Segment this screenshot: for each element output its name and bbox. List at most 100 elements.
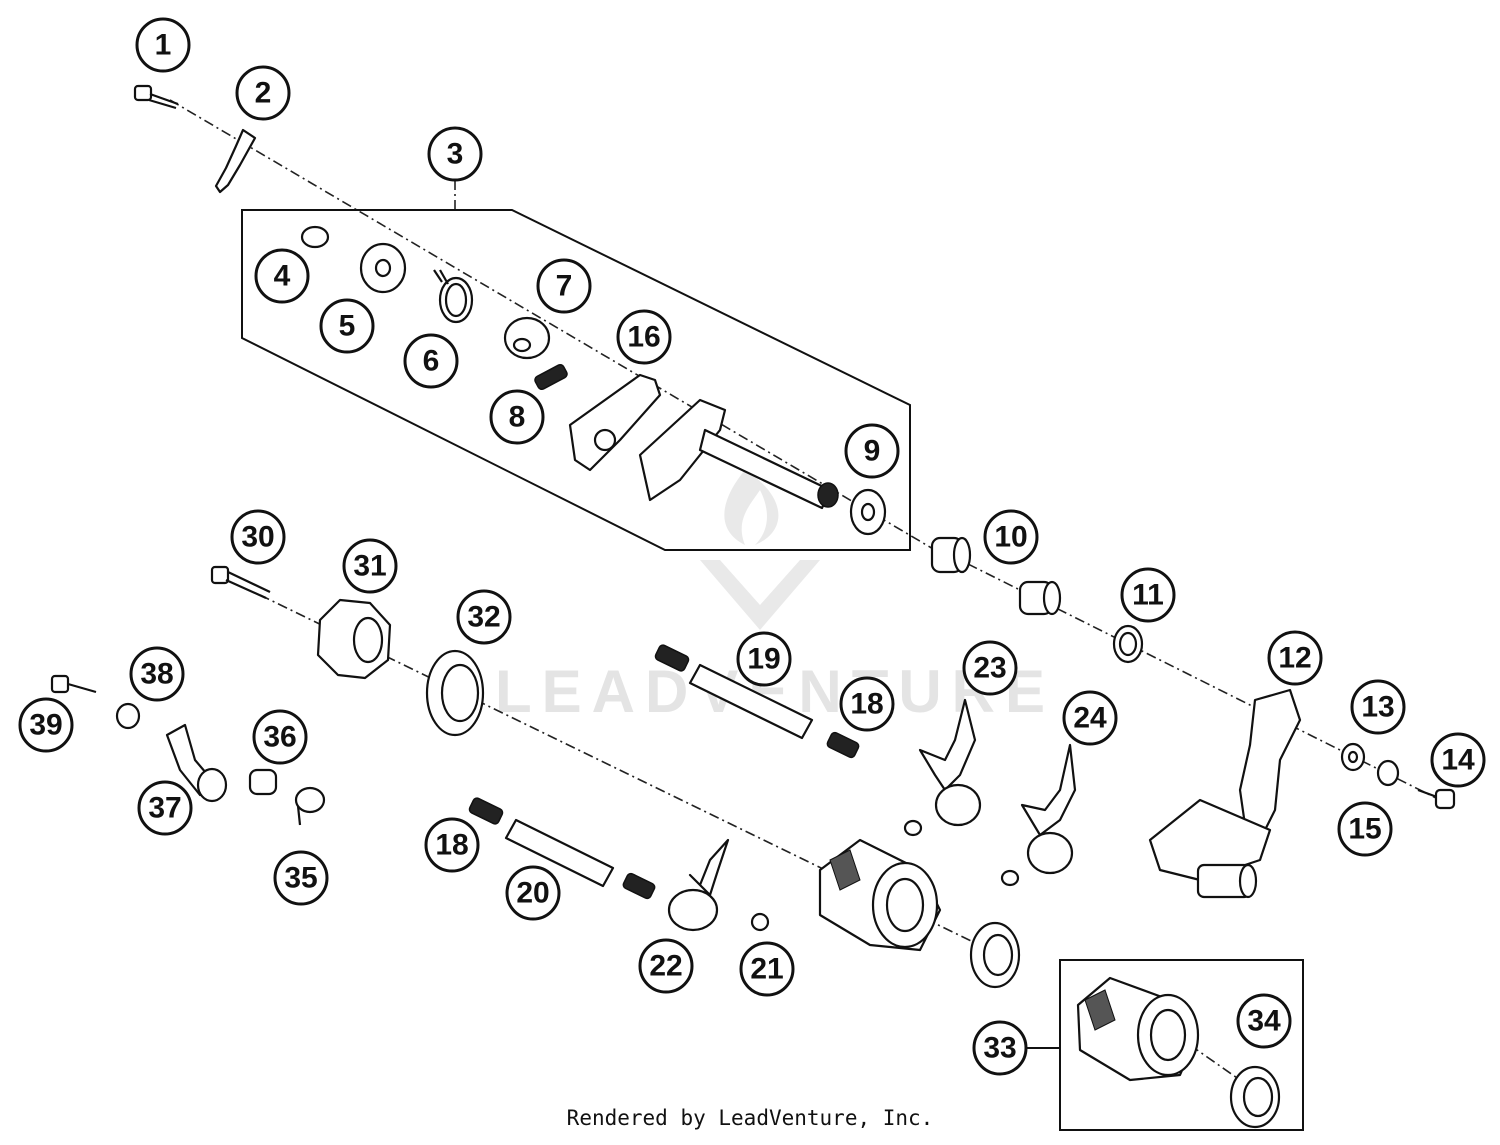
callout-1: 1 [135,17,191,73]
bearing-drum [969,921,1021,989]
shift-shaft [638,398,839,510]
svg-text:9: 9 [864,435,881,468]
washer-part-5 [359,242,407,294]
shift-shaft-group-frame [241,209,911,551]
shift-fork-part-22 [667,838,730,932]
svg-text:39: 39 [29,709,62,742]
callout-5: 5 [319,298,375,354]
bushing-part-10a [930,536,972,574]
plate-part-16 [568,373,662,472]
callout-37: 37 [137,780,193,836]
pin-part-24 [1000,869,1020,887]
callout-20: 20 [505,865,561,921]
callout-38: 38 [129,646,185,702]
svg-text:33: 33 [983,1032,1016,1065]
callout-31: 31 [342,538,398,594]
spring-part-18a [826,731,860,759]
washer-part-38 [115,702,141,730]
spring-part-18b [468,797,504,825]
spring-part-20b [622,872,656,900]
detent-lever-part-37 [165,723,228,803]
callout-23: 23 [962,640,1018,696]
nut-part-15 [1376,759,1400,787]
bolt-part-1 [133,84,179,110]
svg-text:2: 2 [255,77,272,110]
pin-part-21 [750,912,770,932]
svg-text:11: 11 [1132,579,1164,612]
callout-22: 22 [638,938,694,994]
spring-part-8 [534,363,568,391]
svg-text:31: 31 [353,550,386,583]
callout-16: 16 [616,309,672,365]
svg-text:7: 7 [556,270,573,303]
shift-drum [818,838,942,952]
circlip-part-4 [300,225,330,249]
washer-part-13 [1340,742,1366,772]
svg-text:21: 21 [750,953,783,986]
callout-4: 4 [254,248,310,304]
svg-text:3: 3 [447,138,464,171]
seal-part-11 [1112,624,1144,664]
washer-part-9 [849,488,887,536]
spring-part-19a [654,644,690,672]
shift-fork-part-23 [918,698,982,827]
svg-text:22: 22 [649,950,682,983]
svg-text:8: 8 [509,401,526,434]
bolt-part-39 [50,674,97,694]
bolt-part-14 [1417,788,1456,810]
bearing-part-32 [425,649,485,737]
svg-text:1: 1 [155,29,172,62]
callout-8: 8 [489,389,545,445]
callout-10: 10 [983,509,1039,565]
fork-shaft-part-20 [504,818,615,888]
svg-text:14: 14 [1441,744,1475,777]
svg-text:23: 23 [973,652,1006,685]
clip-part-7 [503,316,551,360]
callout-13: 13 [1350,679,1406,735]
shift-drum-group-frame [1059,959,1304,1131]
svg-text:19: 19 [747,643,780,676]
svg-text:5: 5 [339,310,356,343]
bolt-part-30 [210,565,271,600]
spring-part-6 [433,269,474,324]
callout-18-lower: 18 [424,817,480,873]
callout-35: 35 [273,850,329,906]
svg-text:30: 30 [241,521,274,554]
svg-text:6: 6 [423,345,440,378]
callout-24: 24 [1062,690,1118,746]
callout-15: 15 [1337,801,1393,857]
callout-3: 3 [427,126,483,182]
svg-text:15: 15 [1348,813,1381,846]
svg-text:32: 32 [467,601,500,634]
callout-19: 19 [736,631,792,687]
shift-fork-part-24 [1020,743,1077,875]
callout-2: 2 [235,65,291,121]
svg-text:13: 13 [1361,691,1394,724]
shift-star-part-31 [316,598,392,680]
bearing-part-34 [1229,1065,1281,1129]
callout-30: 30 [230,509,286,565]
callout-39: 39 [18,697,74,753]
spring-part-35 [294,786,326,826]
svg-text:12: 12 [1278,642,1311,675]
shift-lever-part-12 [1148,688,1302,899]
svg-text:20: 20 [516,877,549,910]
lever-part-2 [214,128,257,194]
svg-text:18: 18 [850,688,883,721]
callout-33: 33 [972,1020,1028,1076]
bushing-part-36 [248,768,278,796]
rendered-by-footer: Rendered by LeadVenture, Inc. [566,1106,934,1130]
svg-text:18: 18 [435,829,468,862]
callout-32: 32 [456,589,512,645]
callout-21: 21 [739,941,795,997]
callout-18-upper: 18 [839,676,895,732]
svg-text:36: 36 [263,721,296,754]
callout-36: 36 [252,709,308,765]
callout-6: 6 [403,333,459,389]
callout-7: 7 [536,258,592,314]
svg-text:34: 34 [1247,1005,1281,1038]
shift-drum-part-33 [1076,976,1200,1082]
svg-text:38: 38 [140,658,173,691]
svg-text:4: 4 [274,260,291,293]
